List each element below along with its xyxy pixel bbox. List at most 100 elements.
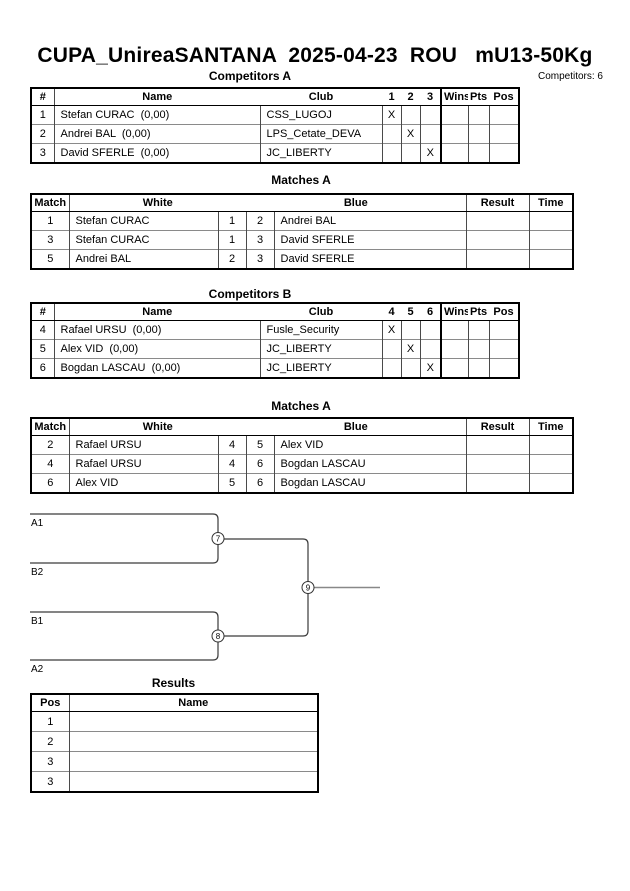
cell-blue-name: Bogdan LASCAU	[273, 473, 467, 493]
cell-club: JC_LIBERTY	[259, 143, 382, 163]
cell-x-4	[381, 339, 401, 359]
cell-pos	[488, 320, 519, 340]
cell-club: LPS_Cetate_DEVA	[259, 124, 382, 144]
cell-x-4	[381, 358, 401, 378]
cell-num: 5	[31, 339, 54, 359]
cell-pts	[467, 105, 489, 125]
cell-match-number: 2	[31, 435, 69, 455]
col-header-name: Name	[69, 694, 318, 712]
cell-club: CSS_LUGOJ	[259, 105, 382, 125]
cell-white-name: Alex VID	[68, 473, 218, 493]
col-header-result: Result	[465, 418, 530, 436]
cell-num: 3	[31, 143, 54, 163]
competitors-count-label: Competitors: 6	[537, 71, 603, 82]
cell-white-name: Rafael URSU	[68, 454, 218, 474]
cell-result	[465, 211, 530, 231]
cell-blue-seed: 3	[245, 230, 275, 250]
col-header-club: Club	[260, 88, 382, 106]
table-row: 3	[31, 771, 318, 792]
cell-pos	[488, 143, 519, 163]
table-header-row: # Name Club 1 2 3 Wins Pts Pos	[31, 88, 519, 106]
cell-blue-name: Andrei BAL	[273, 211, 467, 231]
col-header-result: Result	[465, 194, 530, 212]
table-row: 6 Alex VID 5 6 Bogdan LASCAU	[31, 473, 574, 493]
col-header-match: Match	[31, 418, 70, 436]
cell-blue-seed: 6	[245, 454, 275, 474]
bracket-slot-b1: B1	[31, 616, 44, 627]
competitors-b-caption: Competitors B	[208, 287, 292, 301]
table-row: 2 Rafael URSU 4 5 Alex VID	[31, 435, 574, 455]
bracket-slot-a1: A1	[31, 518, 44, 529]
cell-num: 4	[31, 320, 54, 340]
cell-result	[465, 230, 530, 250]
cell-name	[68, 771, 318, 792]
cell-name: Stefan CURAC (0,00)	[53, 105, 260, 125]
cell-name: Rafael URSU (0,00)	[53, 320, 260, 340]
cell-white-seed: 1	[217, 211, 247, 231]
cell-name: David SFERLE (0,00)	[53, 143, 260, 163]
cell-white-name: Stefan CURAC	[68, 230, 218, 250]
bracket-line-top-pair	[30, 513, 219, 564]
table-row: 3 David SFERLE (0,00) JC_LIBERTY X	[31, 143, 519, 163]
cell-blue-name: Bogdan LASCAU	[273, 454, 467, 474]
col-header-blue: Blue	[246, 194, 467, 212]
col-header-club: Club	[260, 303, 382, 321]
col-header-match: Match	[31, 194, 70, 212]
cell-x-2	[400, 143, 420, 163]
cell-wins	[440, 339, 468, 359]
cell-white-seed: 1	[217, 230, 247, 250]
cell-result	[465, 473, 530, 493]
cell-club: JC_LIBERTY	[259, 339, 382, 359]
cell-time	[528, 454, 574, 474]
cell-white-seed: 5	[217, 473, 247, 493]
col-header-blue: Blue	[246, 418, 467, 436]
col-header-pos: Pos	[31, 694, 70, 712]
cell-club: Fusle_Security	[259, 320, 382, 340]
col-header-pos: Pos	[489, 303, 519, 321]
match-7-number: 7	[216, 535, 221, 544]
cell-pos	[488, 358, 519, 378]
cell-result	[465, 249, 530, 269]
cell-x-6	[419, 320, 441, 340]
cell-blue-name: David SFERLE	[273, 230, 467, 250]
cell-x-4: X	[381, 320, 401, 340]
cell-x-5	[400, 358, 420, 378]
cell-x-2	[400, 105, 420, 125]
cell-x-2: X	[400, 124, 420, 144]
cell-blue-name: David SFERLE	[273, 249, 467, 269]
table-row: 1 Stefan CURAC 1 2 Andrei BAL	[31, 211, 574, 231]
cell-pos: 3	[31, 771, 69, 792]
col-header-num: #	[31, 88, 55, 106]
col-header-wins: Wins	[440, 88, 468, 106]
match-8-number: 8	[216, 632, 221, 641]
table-row: 4 Rafael URSU 4 6 Bogdan LASCAU	[31, 454, 574, 474]
matches-a-table: Match White Blue Result Time 1 Stefan CU…	[30, 193, 575, 270]
table-header-row: Match White Blue Result Time	[31, 418, 574, 436]
elimination-bracket: A1 B2 B1 A2 7 8 9	[30, 513, 380, 675]
table-row: 1 Stefan CURAC (0,00) CSS_LUGOJ X	[31, 105, 519, 125]
cell-pos	[488, 339, 519, 359]
cell-pos	[488, 105, 519, 125]
cell-club: JC_LIBERTY	[259, 358, 382, 378]
bracket-line-bottom-pair	[30, 611, 219, 661]
col-header-name: Name	[54, 88, 260, 106]
cell-x-3	[419, 124, 441, 144]
table-row: 1	[31, 711, 318, 732]
cell-match-number: 6	[31, 473, 69, 493]
col-header-white: White	[69, 194, 247, 212]
cell-num: 6	[31, 358, 54, 378]
table-row: 5 Andrei BAL 2 3 David SFERLE	[31, 249, 574, 269]
table-row: 6 Bogdan LASCAU (0,00) JC_LIBERTY X	[31, 358, 519, 378]
cell-pos	[488, 124, 519, 144]
competitors-a-caption: Competitors A	[208, 69, 292, 83]
cell-wins	[440, 105, 468, 125]
table-header-row: # Name Club 4 5 6 Wins Pts Pos	[31, 303, 519, 321]
cell-x-3: X	[419, 143, 441, 163]
cell-x-3	[419, 105, 441, 125]
cell-blue-seed: 5	[245, 435, 275, 455]
cell-match-number: 4	[31, 454, 69, 474]
cell-x-1: X	[381, 105, 401, 125]
cell-name	[68, 731, 318, 752]
results-caption: Results	[151, 676, 196, 690]
cell-name: Andrei BAL (0,00)	[53, 124, 260, 144]
